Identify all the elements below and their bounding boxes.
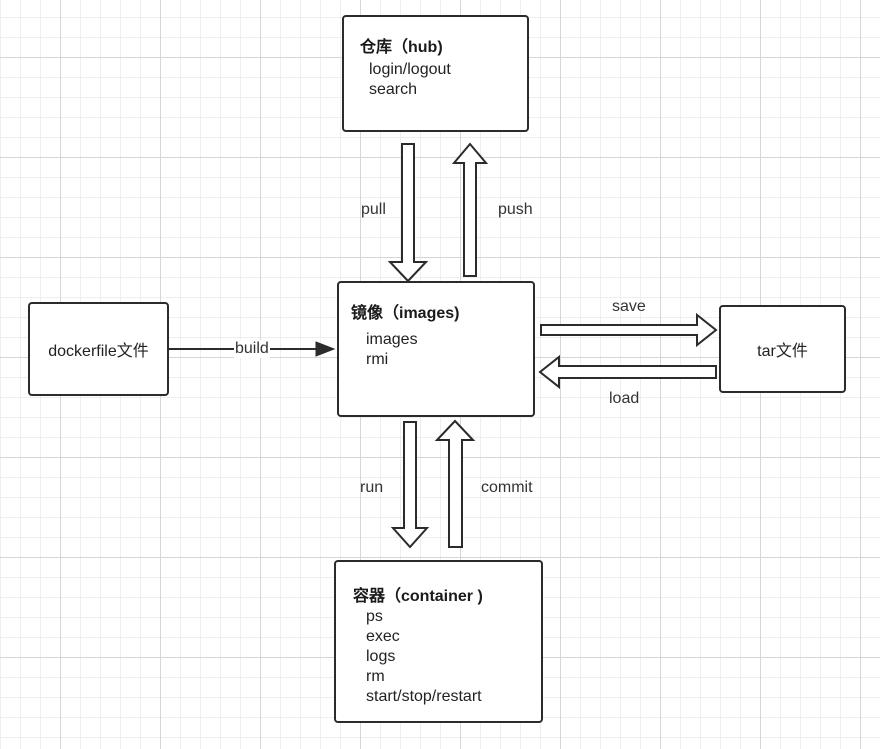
run-label: run: [360, 479, 384, 496]
save-arrow: [540, 312, 718, 348]
build-label: build: [234, 340, 270, 358]
list-item: rmi: [366, 351, 389, 368]
hub-command-list: login/logout search: [369, 60, 451, 100]
hub-node[interactable]: 仓库（hub) login/logout search: [342, 15, 529, 132]
list-item: login/logout: [369, 61, 451, 78]
container-title: 容器（container ): [353, 588, 483, 605]
tar-label: tar文件: [757, 343, 808, 360]
dockerfile-label: dockerfile文件: [48, 343, 149, 360]
list-item: start/stop/restart: [366, 688, 482, 705]
list-item: exec: [366, 628, 400, 645]
tar-node[interactable]: tar文件: [719, 305, 846, 393]
list-item: rm: [366, 668, 385, 685]
save-label: save: [612, 298, 646, 315]
pull-arrow: [387, 143, 429, 283]
pull-label: pull: [361, 201, 386, 218]
images-command-list: images rmi: [366, 330, 418, 370]
list-item: logs: [366, 648, 396, 665]
run-arrow: [390, 421, 430, 549]
load-arrow: [538, 354, 717, 390]
push-label: push: [498, 201, 533, 218]
hub-title: 仓库（hub): [360, 39, 443, 56]
container-command-list: ps exec logs rm start/stop/restart: [366, 607, 482, 707]
images-title: 镜像（images): [351, 305, 460, 322]
container-node[interactable]: 容器（container ) ps exec logs rm start/sto…: [334, 560, 543, 723]
dockerfile-node[interactable]: dockerfile文件: [28, 302, 169, 396]
list-item: ps: [366, 608, 383, 625]
load-label: load: [609, 390, 640, 407]
commit-arrow: [434, 419, 476, 548]
commit-label: commit: [481, 479, 533, 496]
list-item: images: [366, 331, 418, 348]
list-item: search: [369, 81, 418, 98]
images-node[interactable]: 镜像（images) images rmi: [337, 281, 535, 417]
build-arrow-head: [315, 341, 336, 357]
push-arrow: [451, 142, 489, 277]
